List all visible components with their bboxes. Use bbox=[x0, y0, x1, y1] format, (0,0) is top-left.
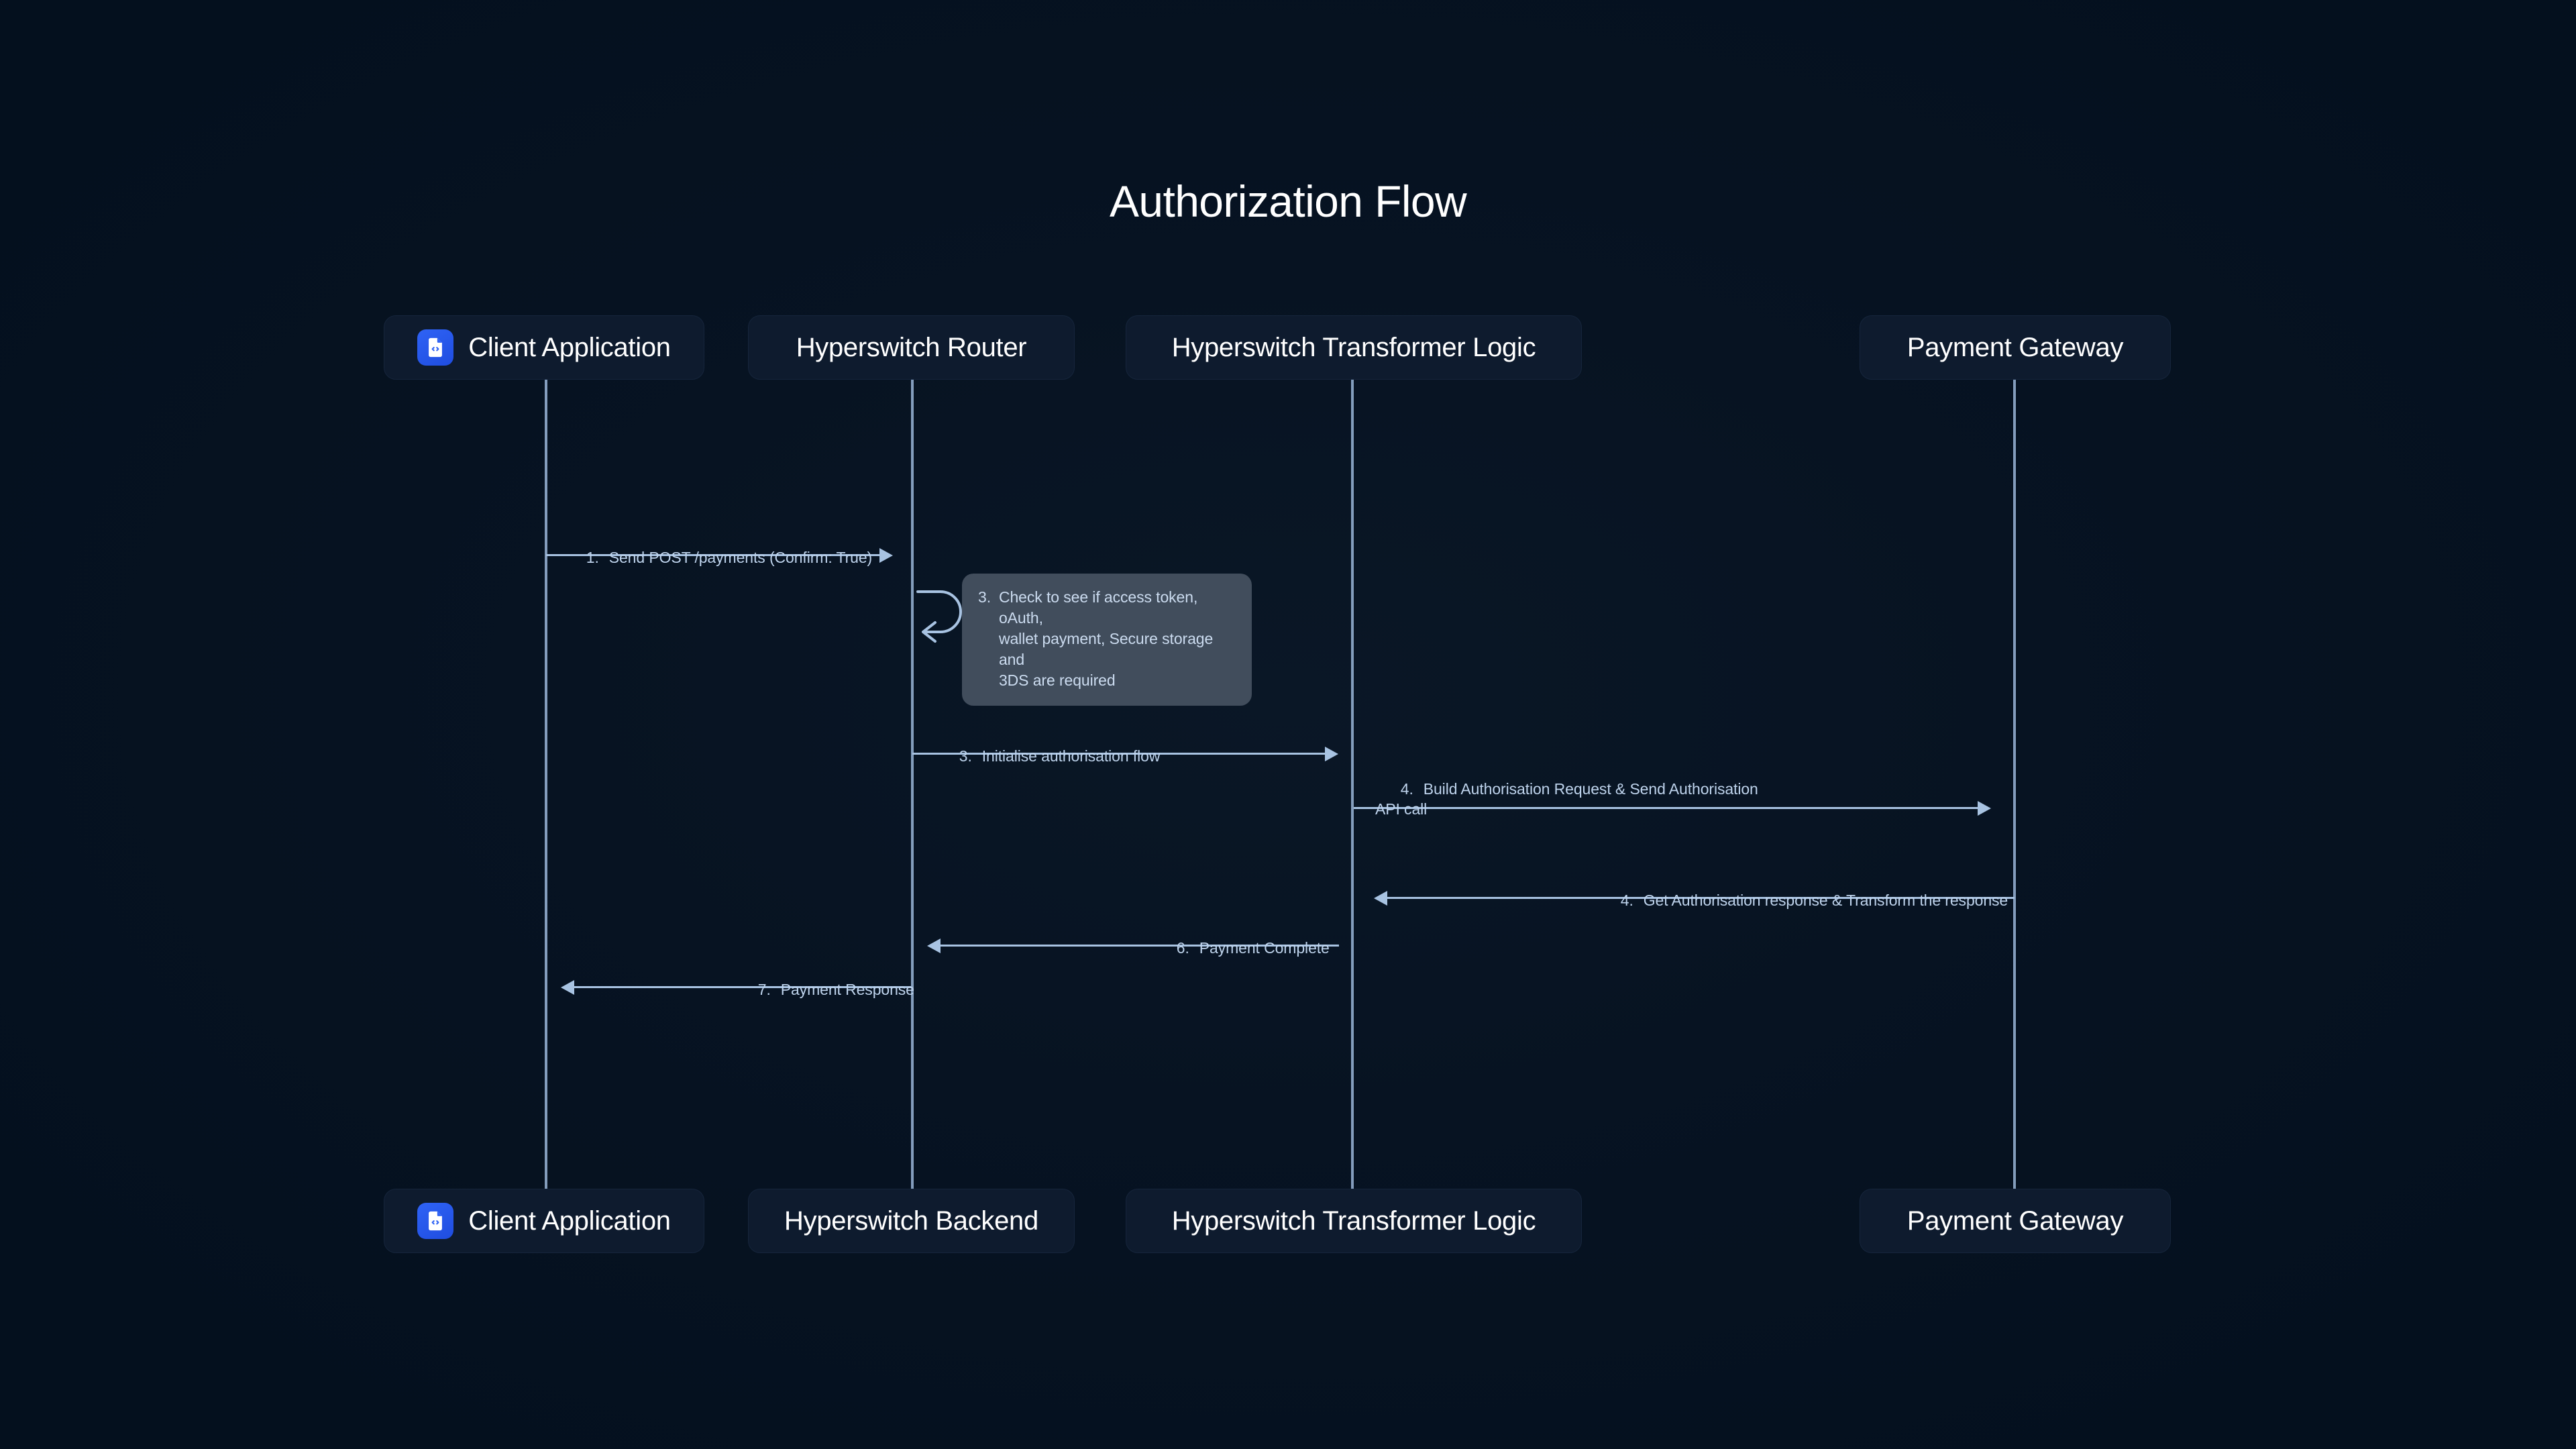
message-line bbox=[546, 554, 879, 556]
arrowhead-right-icon bbox=[879, 548, 893, 563]
arrowhead-left-icon bbox=[561, 980, 574, 995]
participant-label: Payment Gateway bbox=[1907, 332, 2124, 362]
lifeline-hyperswitch-router bbox=[911, 380, 914, 1197]
message-line bbox=[1354, 807, 1978, 809]
message-number: 1. bbox=[586, 549, 599, 566]
participant-label: Hyperswitch Transformer Logic bbox=[1171, 1205, 1536, 1236]
message-number: 6. bbox=[1176, 939, 1189, 957]
participant-label: Hyperswitch Backend bbox=[784, 1205, 1038, 1236]
participant-label: Client Application bbox=[468, 332, 671, 362]
participant-label: Client Application bbox=[468, 1205, 671, 1236]
participant-bottom-payment-gateway[interactable]: Payment Gateway bbox=[1860, 1189, 2171, 1253]
participant-top-hyperswitch-router[interactable]: Hyperswitch Router bbox=[748, 315, 1075, 380]
message-line bbox=[574, 986, 911, 988]
message-text: Send POST /payments (Confirm: True) bbox=[608, 549, 873, 566]
note-text: Check to see if access token, oAuth, wal… bbox=[998, 588, 1214, 689]
message-number: 4. bbox=[1620, 892, 1633, 909]
message-number: 4. bbox=[1400, 780, 1413, 798]
participant-bottom-client-application[interactable]: Client Application bbox=[384, 1189, 704, 1253]
message-label: 7. Payment Response bbox=[733, 959, 914, 1020]
message-label: 4. Get Authorisation response & Transform… bbox=[1595, 870, 2008, 930]
self-message-note: 3. Check to see if access token, oAuth, … bbox=[962, 574, 1252, 706]
participant-top-payment-gateway[interactable]: Payment Gateway bbox=[1860, 315, 2171, 380]
message-text: Get Authorisation response & Transform t… bbox=[1643, 892, 2008, 909]
participant-bottom-hyperswitch-backend[interactable]: Hyperswitch Backend bbox=[748, 1189, 1075, 1253]
arrowhead-right-icon bbox=[1978, 801, 1991, 816]
arrowhead-left-icon bbox=[927, 938, 941, 953]
lifeline-client-application bbox=[545, 380, 547, 1197]
message-number: 3. bbox=[959, 747, 972, 765]
page-title: Authorization Flow bbox=[1109, 176, 1467, 226]
participant-top-client-application[interactable]: Client Application bbox=[384, 315, 704, 380]
participant-bottom-hyperswitch-transformer-logic[interactable]: Hyperswitch Transformer Logic bbox=[1126, 1189, 1582, 1253]
arrowhead-left-icon bbox=[1374, 891, 1387, 906]
message-number: 7. bbox=[757, 981, 771, 998]
message-line bbox=[941, 945, 1339, 947]
lifeline-payment-gateway bbox=[2013, 380, 2016, 1197]
participant-label: Hyperswitch Router bbox=[796, 332, 1027, 362]
message-text: Payment Complete bbox=[1199, 939, 1330, 957]
message-text: Initialise authorisation flow bbox=[981, 747, 1161, 765]
participant-top-hyperswitch-transformer-logic[interactable]: Hyperswitch Transformer Logic bbox=[1126, 315, 1582, 380]
arrowhead-right-icon bbox=[1325, 747, 1338, 761]
self-message-loop-icon bbox=[914, 578, 969, 648]
message-label: 1. Send POST /payments (Confirm: True) bbox=[561, 527, 872, 588]
lifeline-hyperswitch-transformer-logic bbox=[1351, 380, 1354, 1197]
note-number: 3. bbox=[978, 588, 991, 606]
message-text: Build Authorisation Request & Send Autho… bbox=[1375, 780, 1758, 818]
message-label: 4.Build Authorisation Request & Send Aut… bbox=[1375, 759, 1758, 839]
message-text: Payment Response bbox=[780, 981, 914, 998]
message-label: 6. Payment Complete bbox=[1151, 918, 1330, 978]
message-line bbox=[912, 753, 1325, 755]
code-file-icon bbox=[417, 1203, 454, 1239]
participant-label: Payment Gateway bbox=[1907, 1205, 2124, 1236]
code-file-icon bbox=[417, 329, 454, 366]
message-line bbox=[1387, 897, 2015, 899]
message-label: 3. Initialise authorisation flow bbox=[934, 726, 1161, 786]
participant-label: Hyperswitch Transformer Logic bbox=[1171, 332, 1536, 362]
